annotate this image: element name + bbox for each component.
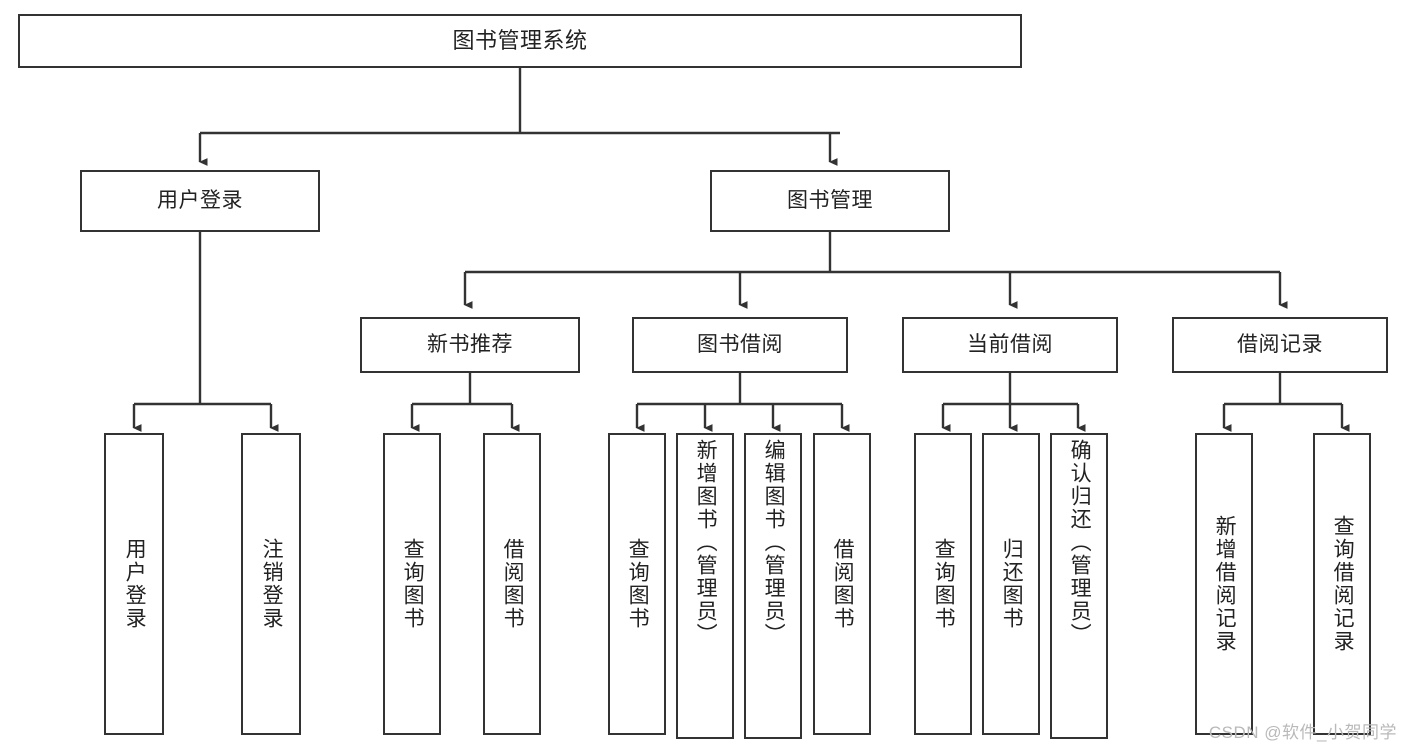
node-book-management[interactable]: 图书管理 (710, 170, 950, 232)
node-leaf-query-book-1[interactable]: 查询图书 (383, 433, 441, 735)
node-leaf-add-book[interactable]: 新增图书（管理员） (676, 433, 734, 739)
node-book-borrow[interactable]: 图书借阅 (632, 317, 848, 373)
node-leaf-add-record[interactable]: 新增借阅记录 (1195, 433, 1253, 735)
node-leaf-query-book-3[interactable]: 查询图书 (914, 433, 972, 735)
node-borrow-record[interactable]: 借阅记录 (1172, 317, 1388, 373)
node-leaf-query-record[interactable]: 查询借阅记录 (1313, 433, 1371, 735)
node-user-login[interactable]: 用户登录 (80, 170, 320, 232)
node-leaf-user-login[interactable]: 用户登录 (104, 433, 164, 735)
node-leaf-query-book-2[interactable]: 查询图书 (608, 433, 666, 735)
node-leaf-edit-book[interactable]: 编辑图书（管理员） (744, 433, 802, 739)
node-leaf-confirm-return[interactable]: 确认归还（管理员） (1050, 433, 1108, 739)
node-leaf-user-logout[interactable]: 注销登录 (241, 433, 301, 735)
node-new-book-recommend[interactable]: 新书推荐 (360, 317, 580, 373)
node-root-system[interactable]: 图书管理系统 (18, 14, 1022, 68)
node-leaf-return-book[interactable]: 归还图书 (982, 433, 1040, 735)
node-leaf-borrow-book-1[interactable]: 借阅图书 (483, 433, 541, 735)
csdn-watermark: CSDN @软件_小贺同学 (1208, 723, 1397, 742)
node-current-borrow[interactable]: 当前借阅 (902, 317, 1118, 373)
node-leaf-borrow-book-2[interactable]: 借阅图书 (813, 433, 871, 735)
